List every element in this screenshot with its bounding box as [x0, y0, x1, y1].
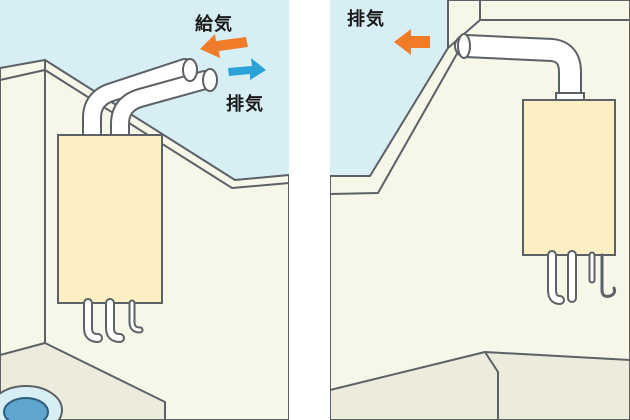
floor-edge-line	[484, 351, 499, 420]
wall-corner-line	[479, 0, 630, 21]
right-panel-illustration	[330, 0, 630, 420]
left-panel-illustration	[0, 0, 289, 420]
left-panel-intake-exhaust-installation: 給気 排気	[0, 0, 289, 420]
right-panel-exhaust-installation: 排気	[330, 0, 630, 420]
intake-arrow-icon	[200, 34, 248, 58]
exhaust-arrow-icon	[228, 58, 266, 80]
water-heater-unit	[57, 134, 163, 304]
intake-label: 給気	[195, 14, 233, 34]
flue-pipe	[454, 33, 585, 112]
flue-pipes	[82, 58, 218, 150]
heater-piping	[83, 298, 144, 343]
exhaust-arrow-icon	[394, 29, 430, 55]
wall-ledge-line	[330, 51, 459, 195]
drain-bowl	[0, 385, 63, 420]
floor-step	[330, 351, 630, 420]
exhaust-label: 排気	[226, 94, 264, 114]
heater-piping	[547, 250, 616, 305]
exhaust-label: 排気	[347, 9, 385, 29]
wall-ledge-line	[0, 68, 289, 190]
water-heater-unit	[522, 99, 616, 256]
